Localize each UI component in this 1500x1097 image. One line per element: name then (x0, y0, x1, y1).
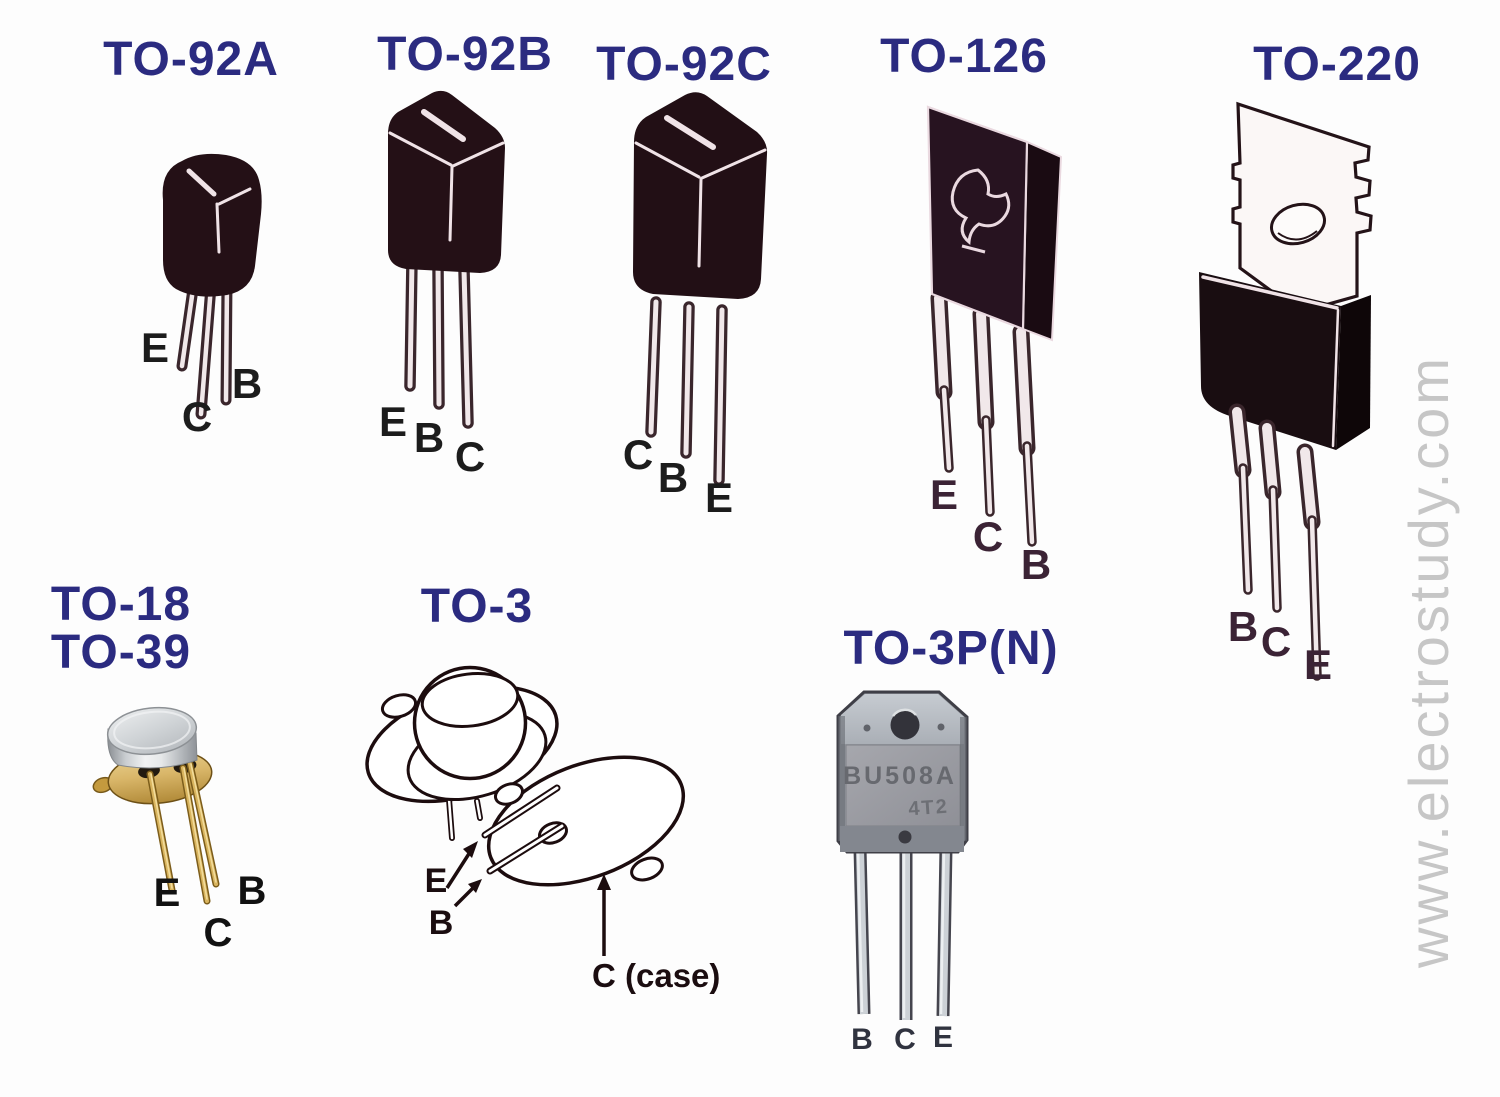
leads-wide-highlight (934, 293, 1032, 453)
tab-dimple-right (937, 723, 945, 731)
arrow-b-line (453, 884, 477, 908)
body-side-face (1336, 295, 1371, 450)
pin-label-e: E (933, 1021, 953, 1054)
gold-leads-highlight (150, 763, 217, 900)
pin-label-c: C (623, 431, 653, 478)
pin-label-c-case: C (case) (592, 957, 720, 994)
package-to-92a: TO-92A E C B (103, 33, 279, 440)
package-title: TO-3P(N) (843, 622, 1058, 675)
body-edge-highlight (634, 141, 767, 268)
pin-stubs (446, 796, 483, 841)
pin-label-c: C (204, 911, 233, 955)
pin-label-c: C (894, 1023, 916, 1056)
mounting-hole (890, 710, 920, 740)
pin-label-e: E (1304, 641, 1332, 688)
pin-label-e: E (425, 862, 448, 900)
bottom-dimple (898, 830, 912, 844)
arrow-e-head (463, 841, 478, 858)
arrow-e-line (445, 848, 474, 889)
package-to-3pn: TO-3P(N) BU508A 4T2 B C E (836, 622, 1058, 1056)
pin-label-c: C (455, 433, 485, 480)
leads-narrow-highlight (941, 387, 1035, 545)
pin-label-b: B (414, 414, 444, 461)
arrow-b-head (468, 879, 482, 893)
leads-highlight (179, 279, 230, 417)
mounting-hole-right (630, 856, 664, 882)
pin-label-c: C (973, 513, 1003, 560)
pin-label-e: E (705, 474, 733, 521)
leads-highlight (856, 847, 946, 1018)
pin-label-e: E (930, 471, 958, 518)
package-title: TO-92B (377, 28, 553, 81)
package-to-18-to-39: TO-18 TO-39 E B C (51, 578, 267, 955)
pin-stubs-highlight (447, 797, 482, 840)
leads-highlight (648, 299, 725, 483)
pin-seal-e (493, 782, 525, 806)
package-body (388, 90, 505, 274)
marking-plate (845, 744, 961, 827)
package-title: TO-92C (596, 38, 772, 91)
tab-dimple-left (863, 724, 871, 732)
pin-label-b: B (238, 869, 267, 913)
package-title-2: TO-39 (51, 626, 191, 679)
mold-line (186, 168, 217, 197)
mold-line (421, 109, 466, 142)
body-shade-right (960, 717, 967, 841)
pin-label-b: B (851, 1023, 873, 1056)
lot-code-marking: 4T2 (908, 796, 950, 821)
package-title: TO-18 (51, 578, 191, 631)
package-title: TO-3 (421, 580, 533, 633)
mounting-hole-left (380, 693, 418, 719)
package-to-220: TO-220 B C E (1199, 38, 1421, 688)
manufacturer-logo (950, 168, 1011, 254)
package-to-92c: TO-92C C B E (596, 38, 772, 521)
watermark-text: www.electrostudy.com (1397, 355, 1460, 969)
body-edge-highlight (215, 187, 252, 254)
hole-rim-highlight (891, 708, 917, 717)
pin-label-b: B (658, 454, 688, 501)
package-body (162, 153, 262, 297)
pin-label-b: B (429, 904, 454, 942)
flange-bottom-view (486, 755, 686, 887)
pin-label-c: C (182, 393, 212, 440)
pin-label-b: B (1228, 603, 1258, 650)
body-shade-left (838, 716, 845, 841)
body-corner-highlight (1331, 308, 1340, 448)
leads-narrow-highlight (1240, 465, 1320, 679)
arrow-c-head (597, 874, 611, 890)
hole-inner-edge (1277, 230, 1318, 241)
package-title: TO-92A (103, 33, 279, 86)
part-number-marking: BU508A (843, 762, 957, 790)
package-to-92b: TO-92B E B C (377, 28, 553, 480)
leads-highlight (407, 257, 471, 426)
leads-wide-highlight (1232, 407, 1317, 527)
pin-label-e: E (379, 398, 407, 445)
pin-label-c: C (1261, 618, 1291, 665)
package-title: TO-126 (880, 30, 1048, 83)
pin-label-e: E (154, 871, 181, 915)
pin-label-b: B (232, 360, 262, 407)
leads-mid (856, 847, 950, 1020)
pins-eb-highlight (483, 786, 564, 873)
package-to-3: TO-3 E B C (case) (365, 580, 720, 994)
body-edge-highlight (388, 131, 505, 242)
pin-label-e: E (141, 324, 169, 371)
body-front-face (926, 105, 1029, 331)
pin-label-b: B (1021, 541, 1051, 588)
package-to-126: TO-126 E C B (880, 30, 1063, 588)
package-title: TO-220 (1253, 38, 1421, 91)
mold-line (664, 115, 716, 150)
can-top (420, 672, 520, 728)
can-rim-highlight (113, 710, 191, 750)
body-side-face (1021, 140, 1063, 342)
body-top-edge-highlight (1201, 275, 1339, 310)
